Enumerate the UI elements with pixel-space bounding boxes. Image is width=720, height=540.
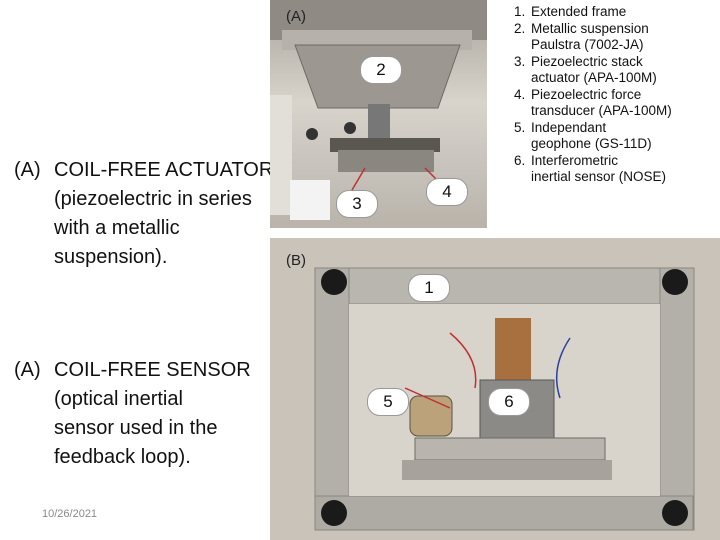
legend-text: Extended frame [531, 4, 627, 19]
legend-text: inertial sensor (NOSE) [531, 169, 667, 184]
callout-6: 6 [488, 388, 530, 416]
photo-panel-a: (A) 2 3 4 [270, 0, 487, 228]
geophone [409, 395, 453, 437]
legend-text: Paulstra (7002-JA) [531, 37, 644, 52]
slide-date: 10/26/2021 [42, 508, 98, 520]
legend-number: 3. [514, 53, 526, 69]
callout-4: 4 [426, 178, 468, 206]
bullet-line: (piezoelectric in series [54, 188, 252, 210]
legend-item: 3. Piezoelectric stack actuator (APA-100… [514, 54, 672, 87]
callout-1: 1 [408, 274, 450, 302]
frame-top-bar [314, 267, 694, 305]
bullet-line: COIL-FREE ACTUATOR [54, 159, 274, 181]
legend-text: Independant [531, 119, 607, 135]
frame-right-post [659, 267, 695, 531]
bullet-text: COIL-FREE SENSOR (optical inertial senso… [54, 356, 284, 472]
bullet-marker: (A) [14, 359, 41, 381]
photo-b-illustration [270, 238, 720, 540]
bullet-line: feedback loop). [54, 446, 191, 468]
callout-2: 2 [360, 56, 402, 84]
legend-number: 4. [514, 86, 526, 102]
bullet-text: COIL-FREE ACTUATOR (piezoelectric in ser… [54, 156, 284, 272]
bullet-line: (optical inertial [54, 388, 183, 410]
callout-3: 3 [336, 190, 378, 218]
callout-5: 5 [367, 388, 409, 416]
legend-text: Metallic suspension [531, 20, 649, 36]
legend-text: Piezoelectric force [531, 86, 642, 102]
figure-legend: 1. Extended frame 2. Metallic suspension… [514, 4, 672, 186]
legend-text: Interferometric [531, 152, 619, 168]
legend-item: 6. Interferometric inertial sensor (NOSE… [514, 153, 672, 186]
bullet-marker: (A) [14, 159, 41, 181]
bullet-line: sensor used in the [54, 417, 218, 439]
bullet-line: suspension). [54, 246, 168, 268]
copper-block [495, 318, 531, 380]
legend-text: actuator (APA-100M) [531, 70, 657, 85]
legend-text: transducer (APA-100M) [531, 103, 672, 118]
frame-bottom-bar [314, 495, 694, 531]
legend-item: 1. Extended frame [514, 4, 672, 21]
panel-b-label: (B) [286, 252, 306, 269]
bullet-line: with a metallic [54, 217, 180, 239]
legend-number: 1. [514, 4, 526, 19]
legend-item: 2. Metallic suspension Paulstra (7002-JA… [514, 21, 672, 54]
legend-number: 5. [514, 119, 526, 135]
bullet-line: COIL-FREE SENSOR [54, 359, 251, 381]
frame-left-post [314, 267, 350, 531]
legend-text: geophone (GS-11D) [531, 136, 652, 151]
legend-item: 5. Independant geophone (GS-11D) [514, 120, 672, 153]
panel-a-label: (A) [286, 8, 306, 25]
legend-item: 4. Piezoelectric force transducer (APA-1… [514, 87, 672, 120]
legend-number: 6. [514, 152, 526, 168]
legend-text: Piezoelectric stack [531, 53, 643, 69]
legend-number: 2. [514, 20, 526, 36]
photo-panel-b: (B) 1 5 6 [270, 238, 720, 540]
